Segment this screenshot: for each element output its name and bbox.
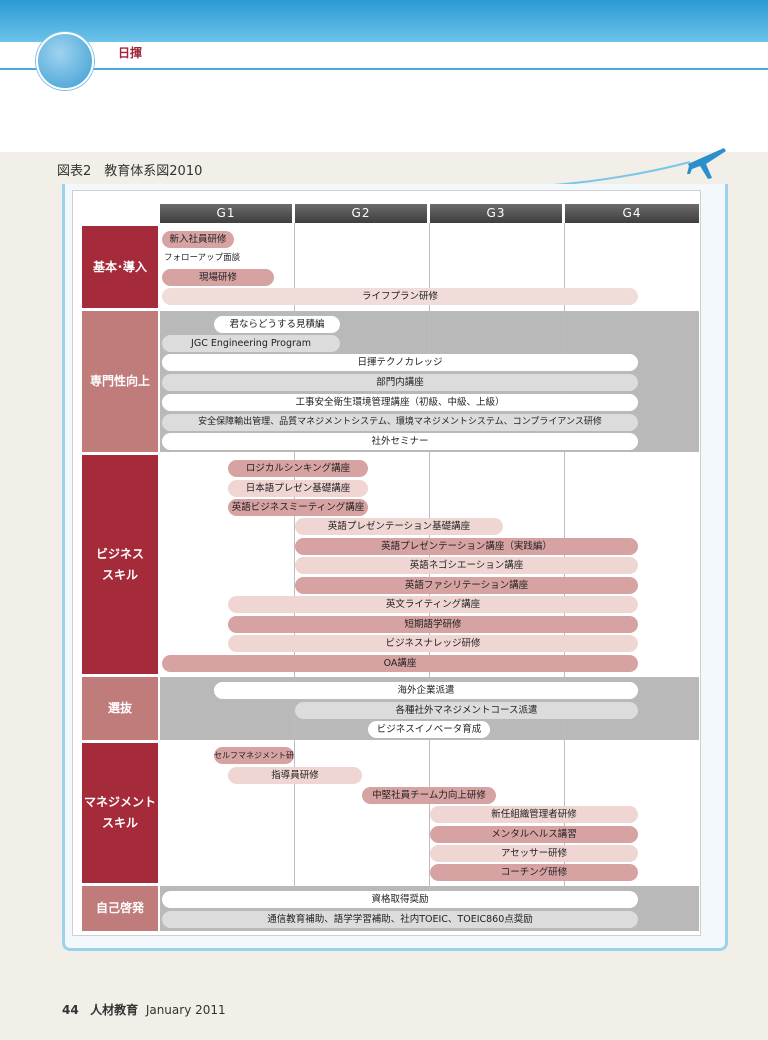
program-bar: ロジカルシンキング講座	[228, 460, 368, 477]
program-bar: 短期語学研修	[228, 616, 638, 633]
program-bar: 資格取得奨励	[162, 891, 638, 908]
grade-divider	[294, 223, 295, 931]
brand-label: 日揮	[118, 46, 143, 60]
airplane-icon	[687, 148, 726, 179]
program-bar: 中堅社員チーム力向上研修	[362, 787, 496, 804]
program-bar: 安全保障輸出管理、品質マネジメントシステム、環境マネジメントシステム、コンプライ…	[162, 414, 638, 431]
program-bar: 社外セミナー	[162, 433, 638, 450]
program-bar: 日揮テクノカレッジ	[162, 354, 638, 371]
program-bar: 英語ファシリテーション講座	[295, 577, 638, 594]
header-area	[0, 42, 768, 152]
program-bar: ライフプラン研修	[162, 288, 638, 305]
program-bar: 各種社外マネジメントコース派遣	[295, 702, 638, 719]
grade-header-g3: G3	[430, 204, 562, 223]
program-bar: アセッサー研修	[430, 845, 638, 862]
program-bar: OA講座	[162, 655, 638, 672]
category-senmon: 専門性向上	[82, 311, 158, 452]
header-rule	[0, 68, 768, 70]
program-bar: ビジネスイノベータ育成	[368, 721, 490, 738]
category-kihon: 基本･導入	[82, 226, 158, 308]
program-bar: セルフマネジメント研修	[214, 747, 294, 764]
category-jiko: 自己啓発	[82, 886, 158, 931]
program-bar: 英語プレゼンテーション講座（実践編）	[295, 538, 638, 555]
program-bar: 日本語プレゼン基礎講座	[228, 480, 368, 497]
magazine-title: 人材教育	[90, 1003, 139, 1017]
header-band	[0, 0, 768, 42]
program-bar: 英語プレゼンテーション基礎講座	[295, 518, 503, 535]
program-bar: JGC Engineering Program	[162, 335, 340, 352]
program-bar: 部門内講座	[162, 374, 638, 391]
program-bar: 海外企業派遣	[214, 682, 638, 699]
grade-header-g2: G2	[295, 204, 427, 223]
program-bar: 工事安全衛生環境管理講座（初級、中級、上級）	[162, 394, 638, 411]
program-bar: 新任組織管理者研修	[430, 806, 638, 823]
page-footer: 44 人材教育 January 2011	[62, 1001, 226, 1018]
program-bar: 現場研修	[162, 269, 274, 286]
program-bar: 英文ライティング講座	[228, 596, 638, 613]
section-badge-icon	[36, 32, 94, 90]
program-bar: 通信教育補助、語学学習補助、社内TOEIC、TOEIC860点奨励	[162, 911, 638, 928]
issue-label: January 2011	[145, 1003, 226, 1017]
program-bar: メンタルヘルス講習	[430, 826, 638, 843]
category-business: ビジネス スキル	[82, 455, 158, 674]
program-bar: ビジネスナレッジ研修	[228, 635, 638, 652]
figure-caption: 図表2 教育体系図2010	[57, 164, 203, 179]
grade-header-g4: G4	[565, 204, 699, 223]
program-bar: 君ならどうする見積編	[214, 316, 340, 333]
page-number: 44	[62, 1003, 79, 1017]
program-bar: 指導員研修	[228, 767, 362, 784]
program-bar: 英語ビジネスミーティング講座	[228, 499, 368, 516]
program-bar: フォローアップ面談	[164, 253, 241, 263]
program-bar: 新入社員研修	[162, 231, 234, 248]
grade-header-g1: G1	[160, 204, 292, 223]
category-senbatsu: 選抜	[82, 677, 158, 740]
category-management: マネジメント スキル	[82, 743, 158, 883]
program-bar: コーチング研修	[430, 864, 638, 881]
program-bar: 英語ネゴシエーション講座	[295, 557, 638, 574]
